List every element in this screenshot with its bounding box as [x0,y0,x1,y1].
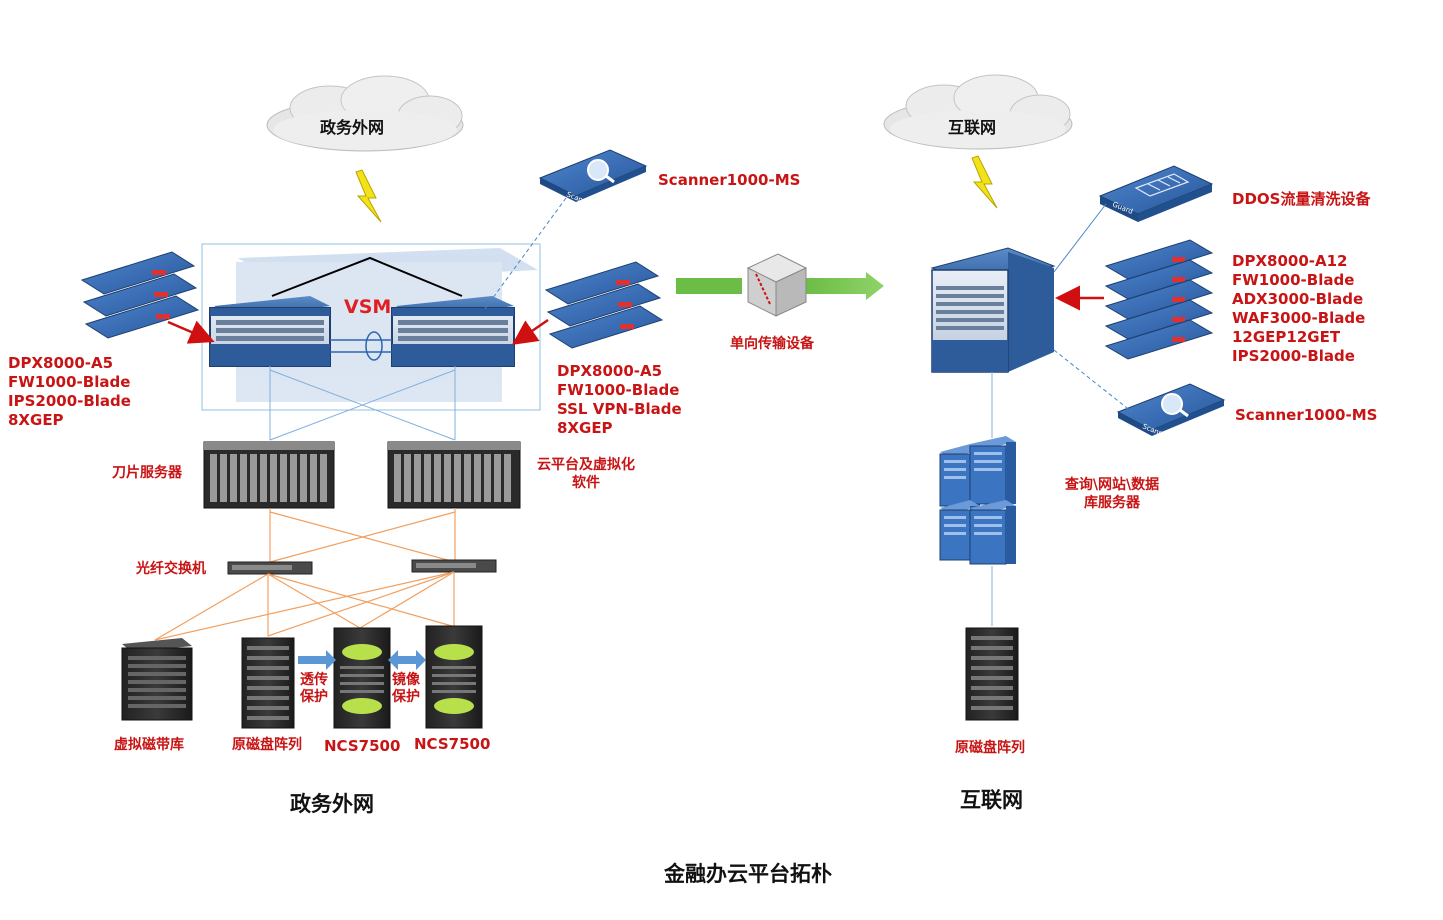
right-section-module-item: IPS2000-Blade [1232,347,1355,365]
right-main-chassis [930,247,1056,373]
vsm-chassis-left [209,296,331,367]
right-section-blade-modules [1104,239,1214,360]
fiber-switch-right [411,559,497,573]
mirror-protect-arrow [388,650,426,670]
tape-library-label: 虚拟磁带库 [114,737,184,753]
left-scanner-device [538,149,648,202]
disk-array-left-label: 原磁盘阵列 [232,737,302,753]
one-way-transfer-device [746,253,808,317]
right-section-module-item: ADX3000-Blade [1232,290,1364,308]
ncs7500-label-1: NCS7500 [324,737,401,755]
ncs7500-unit-2 [425,625,483,729]
right-blade-modules [544,261,664,349]
blade-server-right [387,441,521,509]
right-module-item: 8XGEP [557,419,613,437]
query-web-db-servers [939,436,1016,565]
right-section-module-item: 12GEP12GET [1232,328,1341,346]
left-section-title: 政务外网 [290,792,374,816]
right-section-module-item: DPX8000-A12 [1232,252,1348,270]
left-modules-arrow [167,320,215,344]
left-cloud-label: 政务外网 [320,118,385,137]
right-module-item: FW1000-Blade [557,381,680,399]
right-cloud [883,74,1073,150]
tape-library [121,638,193,721]
right-module-item: SSL VPN-Blade [557,400,682,418]
left-modules-list: DPX8000-A5 FW1000-Blade IPS2000-Blade 8X… [8,354,131,430]
vsm-server-links [269,366,456,441]
transparent-protect-arrow [298,650,336,670]
right-modules-list: DPX8000-A5 FW1000-Blade SSL VPN-Blade 8X… [557,362,682,438]
disk-array-left [241,637,295,729]
left-blade-modules [80,251,200,339]
cloud-platform-label: 云平台及虚拟化软件 [537,457,635,491]
right-module-item: DPX8000-A5 [557,362,663,380]
right-section-modules-list: DPX8000-A12 FW1000-Blade ADX3000-Blade W… [1232,252,1365,366]
left-module-item: IPS2000-Blade [8,392,131,410]
right-section-module-item: FW1000-Blade [1232,271,1355,289]
blade-server-label: 刀片服务器 [112,465,182,481]
fiber-links-upper [269,508,456,563]
ddos-link [1053,203,1107,273]
right-section-module-item: WAF3000-Blade [1232,309,1366,327]
one-way-arrow [676,278,742,294]
ddos-label: DDOS流量清洗设备 [1232,190,1371,208]
left-module-item: 8XGEP [8,411,64,429]
right-scanner-device [1116,383,1226,436]
one-way-arrow-head [806,272,884,300]
right-modules-arrow [511,318,549,345]
right-scanner-label: Scanner1000-MS [1235,406,1378,424]
left-cloud [266,75,464,152]
ddos-guard-device [1098,165,1214,222]
disk-array-right-label: 原磁盘阵列 [955,740,1025,756]
ncs7500-label-2: NCS7500 [414,735,491,753]
fiber-switch-label: 光纤交换机 [136,561,206,577]
mirror-protect-label: 镜像保护 [392,672,420,705]
transparent-protect-label: 透传保护 [300,672,328,705]
ncs7500-unit-1 [333,627,391,729]
chassis-interlink [330,331,392,361]
blade-server-left [203,441,335,509]
fiber-links-lower [154,571,455,641]
right-scanner-link [1053,349,1133,413]
left-module-item: FW1000-Blade [8,373,131,391]
vsm-chassis-right [391,296,515,367]
fiber-switch-left [227,561,313,575]
right-section-title: 互联网 [960,788,1023,812]
vsm-label: VSM [344,296,392,318]
lightning-icon [355,169,382,223]
left-module-item: DPX8000-A5 [8,354,114,372]
lightning-icon [971,155,998,209]
left-scanner-label: Scanner1000-MS [658,171,801,189]
vsm-link [271,256,463,297]
query-web-db-servers-label: 查询\网站\数据库服务器 [1064,477,1160,511]
disk-array-right [965,627,1019,721]
one-way-transfer-label: 单向传输设备 [730,336,814,352]
main-title: 金融办云平台拓朴 [664,862,832,886]
left-scanner-link [483,197,567,311]
right-cloud-label: 互联网 [948,118,997,137]
